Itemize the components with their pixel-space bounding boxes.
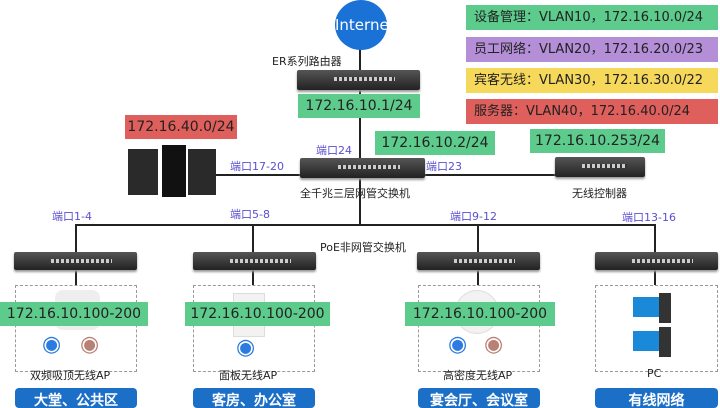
pc-icon (633, 293, 673, 359)
wifi-icon: ◉ (236, 335, 256, 360)
area-banner: 客房、办公室 (193, 388, 315, 408)
server-port: 端口17-20 (230, 160, 284, 173)
core-uplink-port: 端口24 (316, 144, 352, 157)
branch-port: 端口13-16 (622, 211, 676, 224)
distribution-line (75, 224, 655, 226)
wifi-icon: ◉ (80, 332, 100, 357)
legend-vlan20: 员工网络：VLAN20，172.16.20.0/23 (466, 37, 718, 62)
branch-port: 端口5-8 (230, 208, 270, 221)
core-ip: 172.16.10.2/24 (375, 131, 495, 155)
branch-box (595, 285, 718, 372)
poe-switch-icon (417, 252, 540, 270)
area-banner: 宴会厅、会议室 (418, 388, 540, 408)
server-line (215, 174, 300, 176)
ap-ip-range: 172.16.10.100-200 (405, 302, 555, 326)
wireless-controller-icon (555, 157, 645, 177)
server-ip: 172.16.40.0/24 (125, 115, 237, 139)
server-icon (128, 145, 216, 197)
device-label: 双频吸顶无线AP (30, 369, 111, 382)
branch-port: 端口1-4 (52, 210, 92, 223)
ac-ip: 172.16.10.253/24 (530, 129, 665, 153)
area-banner: 大堂、公共区 (15, 388, 137, 408)
wifi-icon: ◉ (42, 332, 62, 357)
ac-line (425, 174, 560, 176)
ac-port: 端口23 (426, 160, 462, 173)
area-banner: 有线网络 (595, 388, 718, 408)
router-ip: 172.16.10.1/24 (298, 94, 420, 118)
legend-vlan10: 设备管理：VLAN10，172.16.10.0/24 (466, 5, 718, 30)
router-icon (297, 70, 420, 90)
wifi-icon: ◉ (484, 332, 504, 357)
ap-ip-range: 172.16.10.100-200 (185, 302, 330, 326)
router-label: ER系列路由器 (272, 55, 342, 68)
poe-switch-icon (595, 252, 718, 270)
branch-port: 端口9-12 (450, 210, 497, 223)
branch-box (418, 285, 540, 372)
poe-switch-label: PoE非网管交换机 (320, 241, 406, 254)
branch-box (193, 285, 315, 372)
legend-vlan40: 服务器：VLAN40，172.16.40.0/24 (466, 99, 718, 124)
legend-vlan30: 宾客无线：VLAN30，172.16.30.0/22 (466, 68, 718, 93)
device-label: PC (647, 367, 662, 380)
uplink-line (359, 45, 361, 226)
core-switch-label: 全千兆三层网管交换机 (300, 187, 410, 200)
branch-box (15, 285, 137, 372)
internet-cloud: Interne (335, 0, 389, 50)
device-label: 面板无线AP (219, 369, 278, 382)
wifi-icon: ◉ (448, 332, 468, 357)
poe-switch-icon (193, 252, 316, 270)
device-label: 高密度无线AP (443, 369, 513, 382)
ap-ip-range: 172.16.10.100-200 (0, 302, 148, 326)
ac-label: 无线控制器 (572, 187, 627, 200)
poe-switch-icon (14, 252, 137, 270)
core-switch-icon (300, 158, 425, 178)
